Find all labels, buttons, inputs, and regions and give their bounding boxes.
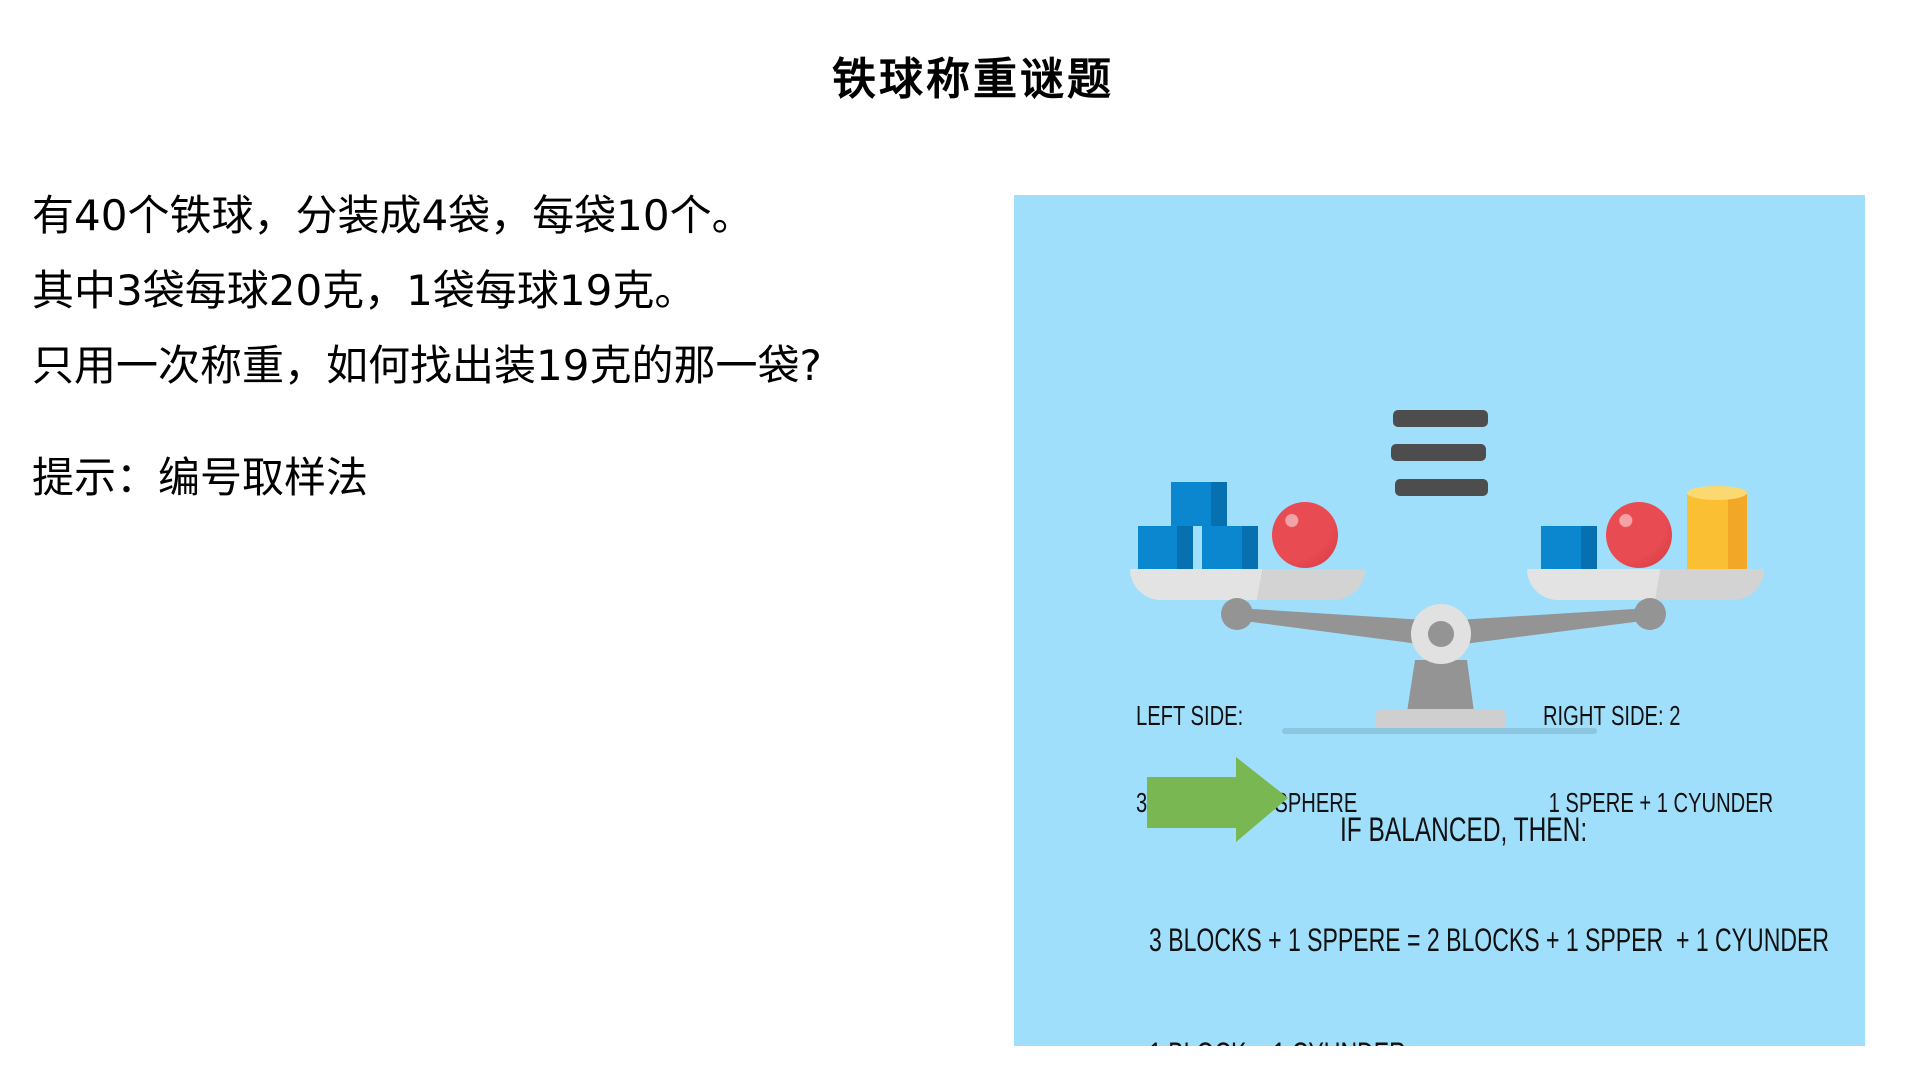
cylinder-top (1687, 486, 1747, 500)
block-icon (1138, 526, 1193, 569)
conclusion-line-2: 1 BLOCK = 1 CYUNDER (1149, 1035, 1829, 1046)
block-icon (1202, 526, 1258, 569)
sphere-icon (1606, 502, 1672, 568)
cylinder-icon (1687, 493, 1747, 569)
right-label-line-1: RIGHT SIDE: 2 (1543, 700, 1681, 731)
right-label-line-2: 1 SPERE + 1 CYUNDER (1543, 787, 1774, 818)
conclusion-text: 3 BLOCKS + 1 SPPERE = 2 BLOCKS + 1 SPPER… (1149, 845, 1829, 1046)
right-arrow-icon (1147, 757, 1288, 842)
problem-line-3: 只用一次称重，如何找出装19克的那一袋? (32, 341, 822, 390)
conclusion-heading: IF BALANCED, THEN: (1340, 811, 1588, 849)
balance-scale-illustration: LEFT SIDE: 3 BLOCKS + 1 SPHERE RIGHT SID… (1014, 195, 1865, 1046)
scale-stand-icon (1237, 604, 1650, 734)
conclusion-line-1: 3 BLOCKS + 1 SPPERE = 2 BLOCKS + 1 SPPER… (1149, 922, 1829, 958)
left-label-line-1: LEFT SIDE: (1136, 700, 1244, 731)
block-icon (1171, 482, 1227, 526)
right-pivot-knob (1634, 598, 1666, 630)
sphere-icon (1272, 502, 1338, 568)
problem-line-1: 有40个铁球，分装成4袋，每袋10个。 (32, 191, 754, 240)
problem-statement: 有40个铁球，分装成4袋，每袋10个。 其中3袋每球20克，1袋每球19克。 只… (32, 190, 822, 415)
left-pivot-knob (1221, 598, 1253, 630)
block-icon (1541, 526, 1597, 569)
right-side-label: RIGHT SIDE: 2 1 SPERE + 1 CYUNDER (1543, 643, 1773, 875)
left-pan (1130, 569, 1365, 600)
right-pan (1527, 569, 1764, 600)
hint-text: 提示：编号取样法 (32, 453, 369, 502)
problem-line-2: 其中3袋每球20克，1袋每球19克。 (32, 266, 697, 315)
page-title: 铁球称重谜题 (832, 54, 1114, 105)
